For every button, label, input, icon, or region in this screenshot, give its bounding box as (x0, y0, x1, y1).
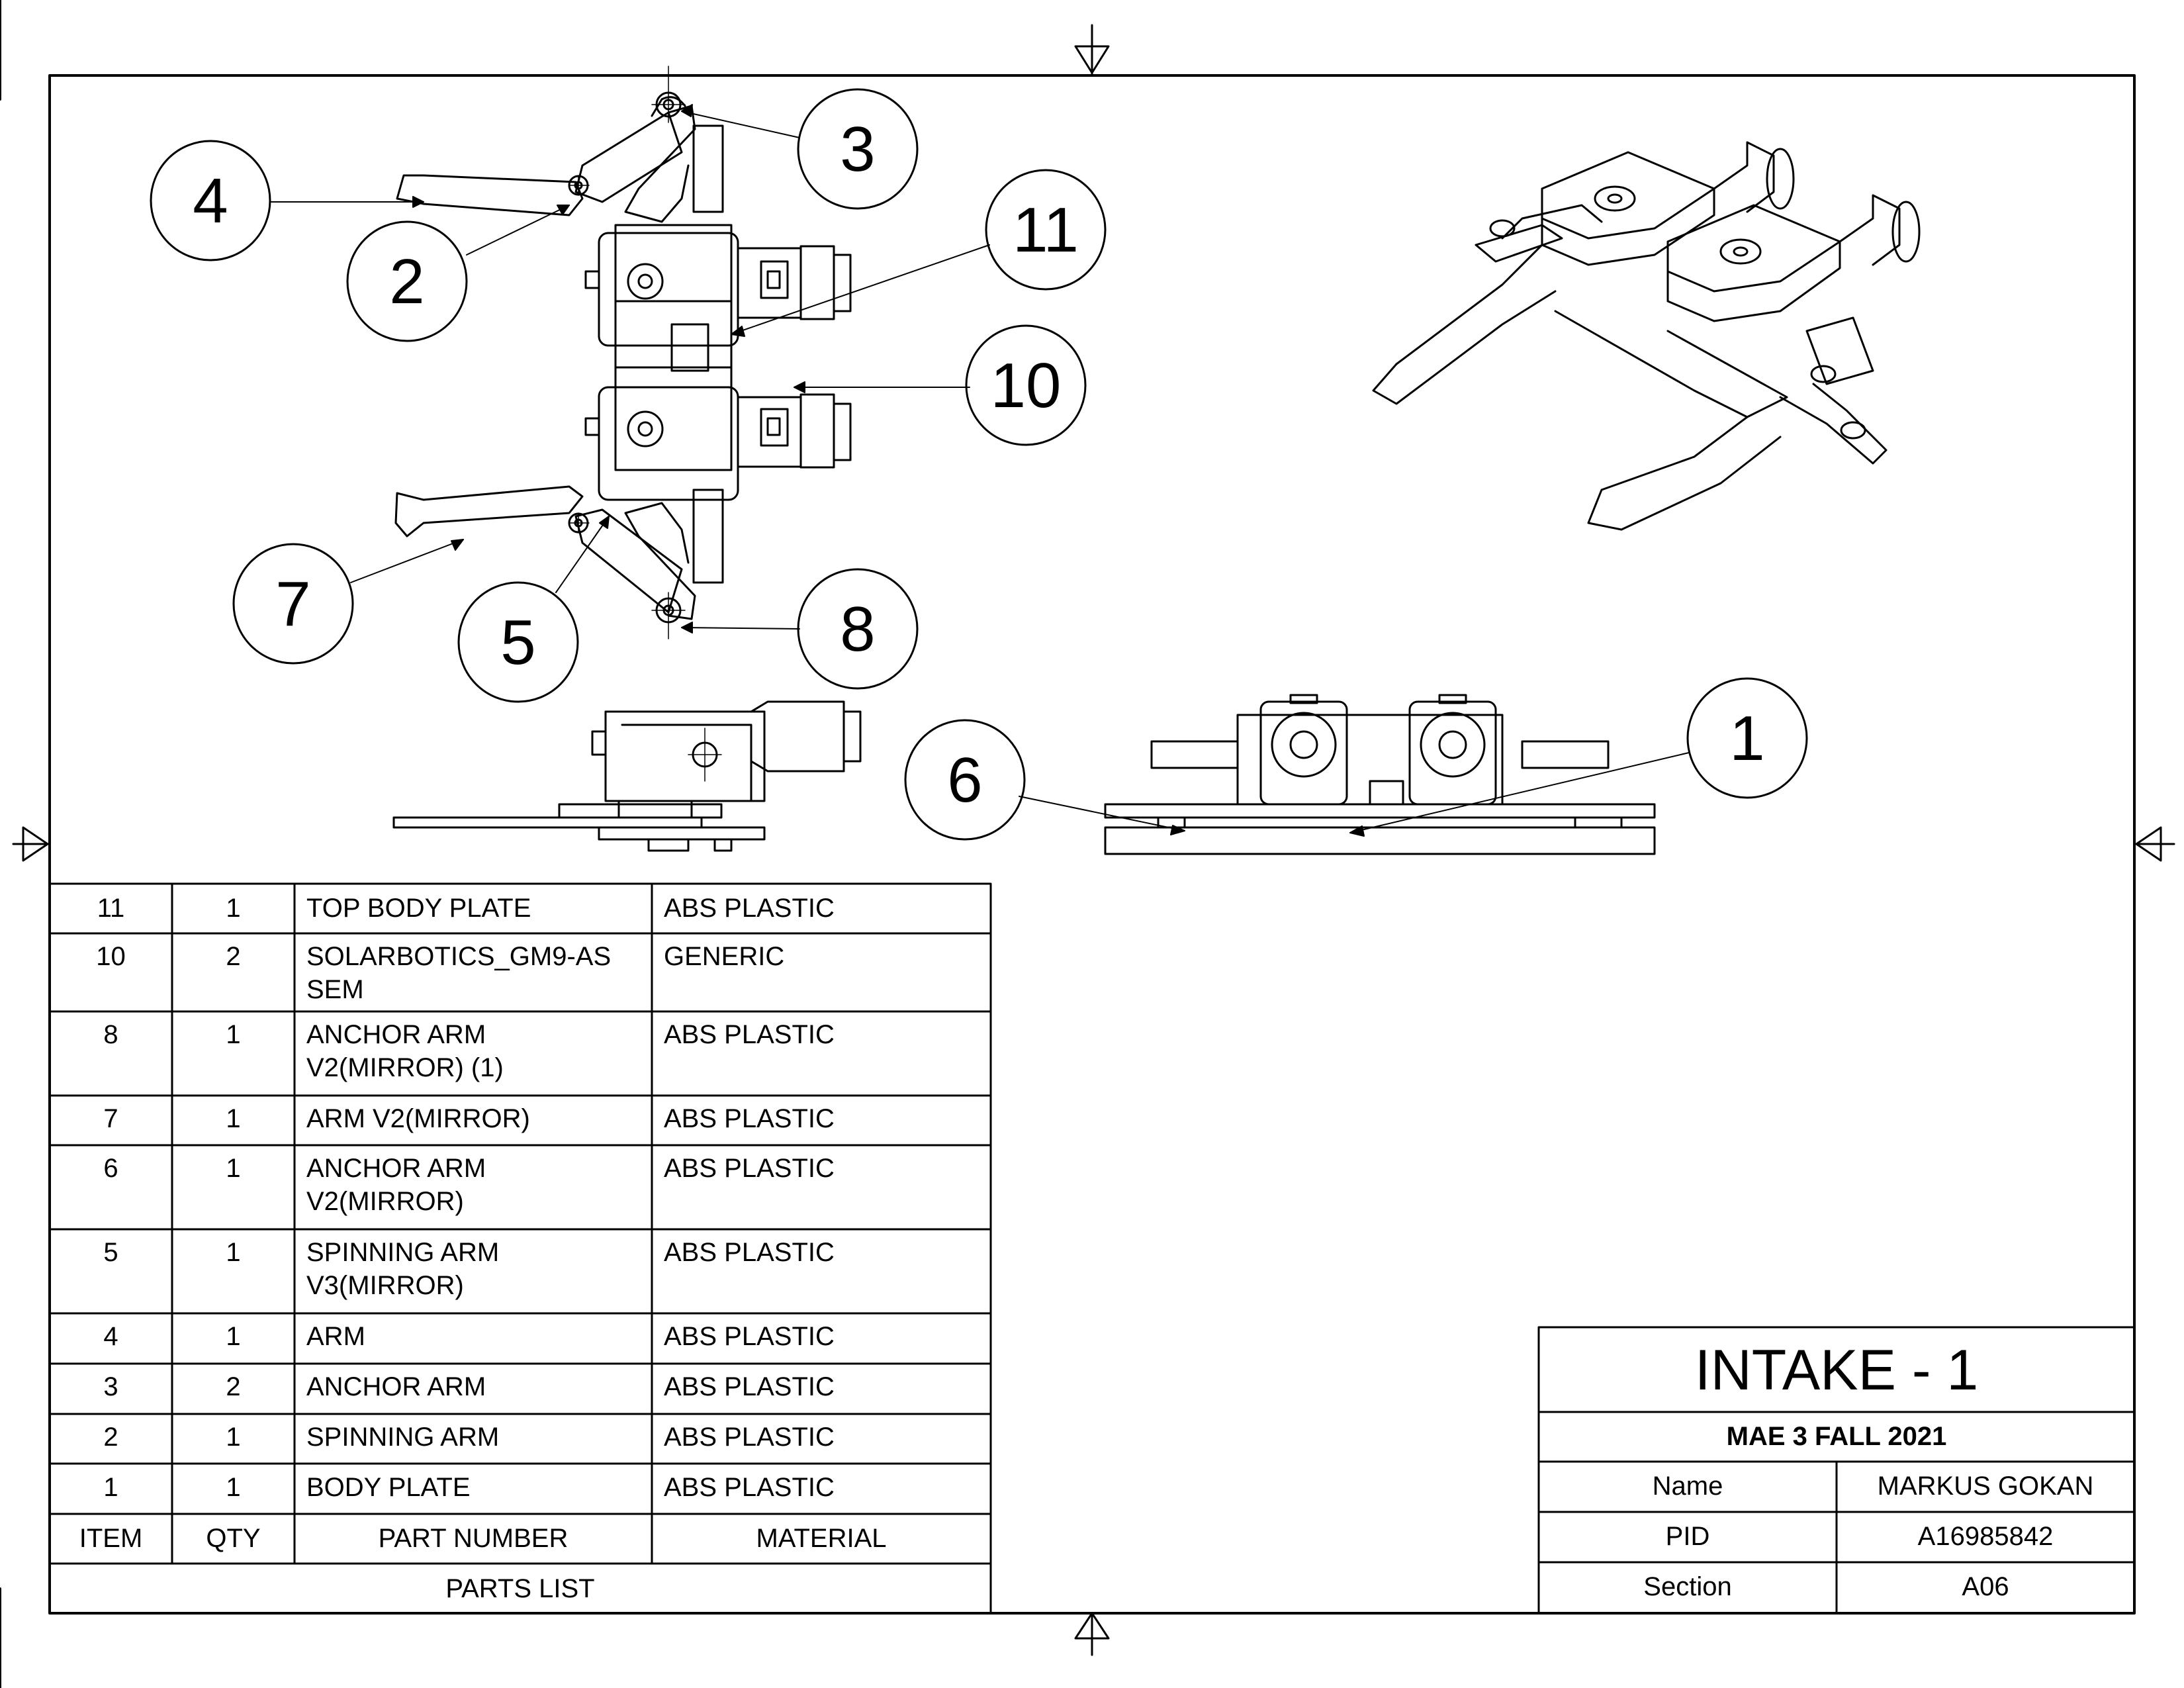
balloon-circles (150, 88, 1808, 841)
name-label: Name (1652, 1472, 1723, 1501)
parts-list-grid (48, 882, 992, 1615)
parts-row-6-material: ABS PLASTIC (664, 1154, 835, 1183)
parts-row-7-item: 7 (103, 1104, 118, 1133)
parts-row-5-item: 5 (103, 1238, 118, 1267)
parts-row-11-item: 11 (97, 894, 125, 923)
parts-row-3-material: ABS PLASTIC (664, 1372, 835, 1401)
balloon-2-circle (346, 220, 468, 342)
parts-row-2-material: ABS PLASTIC (664, 1423, 835, 1452)
top-view (394, 66, 852, 639)
drawing-title: INTAKE - 1 (1694, 1338, 1979, 1402)
balloon-8: 8 (840, 594, 875, 665)
parts-row-3-item: 3 (103, 1372, 118, 1401)
parts-row-4-part: ARM (306, 1322, 365, 1351)
parts-row-3-qty: 2 (226, 1372, 241, 1401)
parts-header-qty: QTY (206, 1524, 261, 1553)
parts-row-11-material: ABS PLASTIC (664, 894, 835, 923)
balloon-3-circle (797, 88, 919, 210)
parts-row-8-qty: 1 (226, 1020, 241, 1049)
balloon-2: 2 (389, 246, 424, 317)
parts-row-6-item: 6 (103, 1154, 118, 1183)
parts-row-1-part: BODY PLATE (306, 1473, 471, 1502)
balloon-1: 1 (1729, 703, 1764, 774)
balloon-5: 5 (500, 607, 535, 678)
pid-value: A16985842 (1917, 1522, 2054, 1551)
parts-row-7-qty: 1 (226, 1104, 241, 1133)
parts-row-10-qty: 2 (226, 942, 241, 971)
parts-row-2-qty: 1 (226, 1423, 241, 1452)
parts-list-title: PARTS LIST (445, 1574, 595, 1603)
front-view (1104, 694, 1656, 855)
pid-label: PID (1665, 1522, 1710, 1551)
balloon-7: 7 (275, 569, 310, 639)
balloon-11-circle (985, 169, 1107, 291)
parts-header-item: ITEM (79, 1524, 143, 1553)
parts-row-4-item: 4 (103, 1322, 118, 1351)
parts-row-1-material: ABS PLASTIC (664, 1473, 835, 1502)
parts-row-3-part: ANCHOR ARM (306, 1372, 486, 1401)
course-label: MAE 3 FALL 2021 (1726, 1422, 1947, 1451)
parts-row-5-material: ABS PLASTIC (664, 1238, 835, 1267)
name-value: MARKUS GOKAN (1877, 1472, 2094, 1501)
parts-row-2-part: SPINNING ARM (306, 1423, 500, 1452)
side-view (392, 700, 862, 852)
balloon-10: 10 (991, 350, 1062, 421)
isometric-view (1372, 141, 1921, 531)
balloon-3: 3 (840, 114, 875, 185)
parts-row-10-item: 10 (96, 942, 126, 971)
parts-row-8-material: ABS PLASTIC (664, 1020, 835, 1049)
title-block-grid (1537, 1326, 2136, 1615)
parts-row-8-part: ANCHOR ARM V2(MIRROR) (1) (306, 1020, 504, 1082)
leader-lines (271, 104, 1690, 837)
parts-row-11-part: TOP BODY PLATE (306, 894, 531, 923)
balloon-5-circle (457, 581, 579, 703)
parts-row-6-part: ANCHOR ARM V2(MIRROR) (306, 1154, 486, 1216)
balloon-6-circle (904, 719, 1026, 841)
parts-row-5-part: SPINNING ARM V3(MIRROR) (306, 1238, 500, 1300)
balloon-11: 11 (1013, 195, 1079, 265)
parts-row-8-item: 8 (103, 1020, 118, 1049)
parts-row-1-item: 1 (103, 1473, 118, 1502)
section-label: Section (1643, 1572, 1732, 1601)
parts-row-5-qty: 1 (226, 1238, 241, 1267)
parts-row-10-part: SOLARBOTICS_GM9-AS SEM (306, 942, 612, 1004)
balloon-7-circle (232, 543, 354, 665)
parts-row-4-qty: 1 (226, 1322, 241, 1351)
centering-marks (12, 24, 2175, 1656)
parts-row-10-material: GENERIC (664, 942, 785, 971)
balloon-4: 4 (193, 165, 228, 236)
parts-row-6-qty: 1 (226, 1154, 241, 1183)
balloon-4-circle (150, 140, 271, 261)
parts-row-4-material: ABS PLASTIC (664, 1322, 835, 1351)
parts-row-7-part: ARM V2(MIRROR) (306, 1104, 530, 1133)
parts-header-part-number: PART NUMBER (378, 1524, 569, 1553)
balloon-6: 6 (947, 745, 982, 816)
parts-row-7-material: ABS PLASTIC (664, 1104, 835, 1133)
balloon-8-circle (797, 568, 919, 690)
parts-row-1-qty: 1 (226, 1473, 241, 1502)
section-value: A06 (1962, 1572, 2009, 1601)
parts-row-11-qty: 1 (226, 894, 241, 923)
parts-row-2-item: 2 (103, 1423, 118, 1452)
balloon-1-circle (1686, 677, 1808, 799)
parts-header-material: MATERIAL (756, 1524, 887, 1553)
balloon-10-circle (965, 324, 1087, 446)
